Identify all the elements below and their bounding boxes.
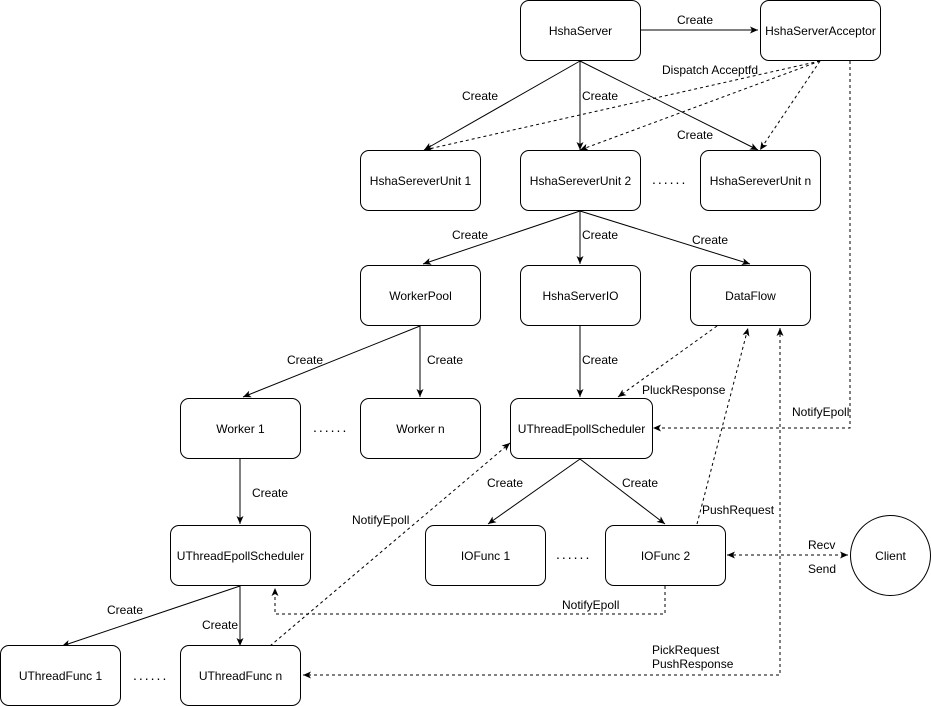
label-create-unit-1: Create: [462, 89, 499, 103]
label-create-uthread-func-1: Create: [107, 603, 144, 617]
ellipsis-units: ......: [652, 171, 688, 187]
node-hsha-server: HshaServer: [520, 0, 641, 61]
label-create-worker-pool: Create: [452, 228, 489, 242]
edge-dispatch-unit-1: [423, 60, 821, 152]
edge-server-to-unit-n: [579, 60, 759, 151]
label-create-worker-scheduler: Create: [252, 486, 289, 500]
ellipsis-workers: ......: [313, 419, 349, 435]
label-create-io-scheduler: Create: [582, 353, 619, 367]
label-push-response: PushResponse: [652, 657, 734, 671]
label-create-unit-2: Create: [582, 89, 619, 103]
label-pick-request: PickRequest: [652, 643, 720, 657]
ellipsis-uthread-funcs: ......: [133, 667, 169, 683]
edge-notify-epoll-acceptor: [653, 61, 851, 432]
label-notify-epoll-acceptor: NotifyEpoll: [792, 405, 850, 419]
edge-dispatch-unit-2: [579, 60, 821, 151]
label-dispatch-acceptfd: Dispatch Acceptfd: [662, 63, 759, 77]
label-send: Send: [808, 562, 837, 576]
node-uthread-epoll-scheduler-io: UThreadEpollScheduler: [510, 398, 653, 459]
label-push-request: PushRequest: [702, 503, 775, 517]
label-create-server-io: Create: [582, 228, 619, 242]
ellipsis-iofuncs: ......: [556, 546, 592, 562]
edge-unit2-to-dataflow: [579, 210, 751, 265]
label-create-unit-n: Create: [677, 128, 714, 142]
node-unit-1: HshaSereverUnit 1: [360, 150, 481, 211]
edge-server-to-unit-1: [423, 60, 581, 151]
label-create-iofunc-1: Create: [487, 476, 524, 490]
edge-unit2-to-workerpool: [422, 210, 581, 265]
label-create-uthread-func-n: Create: [202, 618, 239, 632]
label-create-worker-1: Create: [287, 353, 324, 367]
edge-push-request: [696, 327, 750, 525]
label-create-iofunc-2: Create: [622, 476, 659, 490]
label-notify-epoll-iofunc: NotifyEpoll: [562, 598, 620, 612]
node-uthread-epoll-scheduler-worker: UThreadEpollScheduler: [170, 525, 311, 586]
label-create-worker-n: Create: [427, 353, 464, 367]
node-iofunc-2: IOFunc 2: [605, 525, 726, 586]
node-hsha-server-acceptor: HshaServerAcceptor: [760, 0, 881, 61]
node-worker-n: Worker n: [360, 398, 481, 459]
edge-scheduler-to-iofunc1: [487, 458, 581, 525]
node-uthread-func-n: UThreadFunc n: [180, 645, 301, 706]
node-unit-n: HshaSereverUnit n: [700, 150, 821, 211]
edge-pick-push: [303, 328, 784, 679]
edge-wscheduler-to-uthreadfunc1: [61, 585, 241, 647]
label-pluck-response: PluckResponse: [642, 383, 726, 397]
edge-scheduler-to-iofunc2: [579, 458, 666, 525]
node-data-flow: DataFlow: [690, 265, 811, 326]
node-worker-1: Worker 1: [180, 398, 301, 459]
node-hsha-server-io: HshaServerIO: [520, 265, 641, 326]
label-create-data-flow: Create: [692, 233, 729, 247]
node-unit-2: HshaSereverUnit 2: [520, 150, 641, 211]
node-uthread-func-1: UThreadFunc 1: [0, 645, 121, 706]
label-recv: Recv: [808, 538, 836, 552]
edge-workerpool-to-worker1: [242, 325, 421, 398]
node-iofunc-1: IOFunc 1: [425, 525, 546, 586]
label-create-acceptor: Create: [677, 13, 714, 27]
label-notify-epoll-worker: NotifyEpoll: [352, 513, 410, 527]
edge-dispatch-unit-n: [759, 60, 821, 151]
node-client: Client: [850, 515, 931, 596]
node-worker-pool: WorkerPool: [360, 265, 481, 326]
